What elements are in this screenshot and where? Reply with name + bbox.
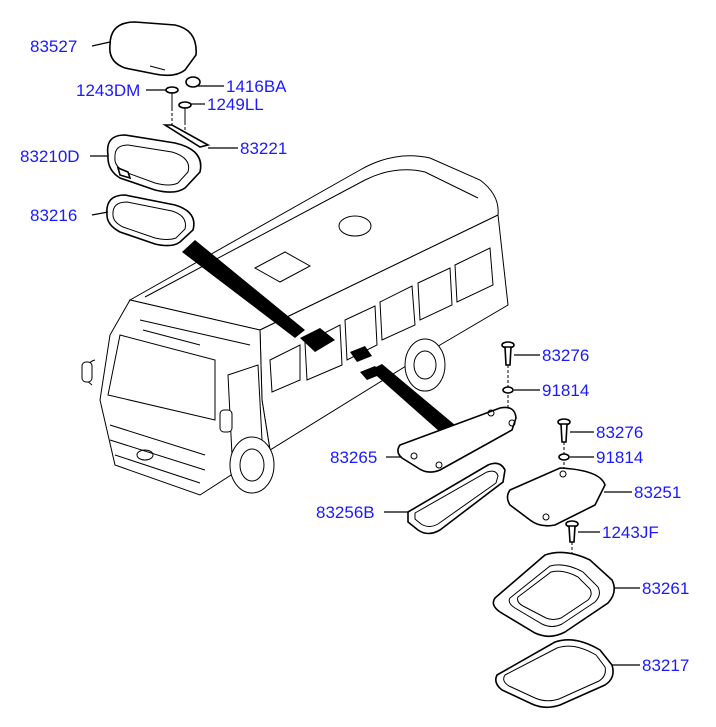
part-label-83265[interactable]: 83265 — [330, 448, 377, 467]
bus-illustration — [81, 155, 509, 496]
gasket-83256B — [407, 462, 506, 535]
gasket-83216 — [106, 194, 195, 247]
seal-ring-83527 — [108, 21, 197, 77]
part-label-83276-a[interactable]: 83276 — [542, 346, 589, 365]
part-label-83216[interactable]: 83216 — [30, 206, 77, 225]
part-label-1249LL[interactable]: 1249LL — [207, 95, 264, 114]
strip-83221 — [162, 124, 211, 148]
part-label-91814-b[interactable]: 91814 — [596, 448, 643, 467]
leader-lines — [90, 41, 640, 666]
washer-91814-a — [502, 386, 514, 394]
part-label-83251[interactable]: 83251 — [634, 483, 681, 502]
screw-1243DM — [165, 86, 179, 108]
cover-83251 — [506, 467, 606, 527]
part-label-83261[interactable]: 83261 — [642, 579, 689, 598]
pointer-wedge-upper — [182, 240, 305, 338]
hatch-83210D — [106, 134, 202, 193]
screw-83276-a — [501, 341, 515, 366]
part-label-1243DM[interactable]: 1243DM — [76, 81, 140, 100]
clip-1416BA — [185, 76, 201, 88]
pointer-wedge-lower — [370, 364, 455, 432]
washer-91814-b — [558, 453, 570, 461]
part-label-91814-a[interactable]: 91814 — [542, 381, 589, 400]
part-label-83210D[interactable]: 83210D — [20, 147, 80, 166]
part-label-83217[interactable]: 83217 — [642, 656, 689, 675]
screw-1249LL — [178, 101, 192, 122]
gasket-83217 — [495, 639, 614, 709]
part-label-1243JF[interactable]: 1243JF — [602, 523, 659, 542]
plate-83265 — [397, 406, 517, 473]
screw-1243JF — [565, 520, 579, 543]
part-label-83256B[interactable]: 83256B — [316, 503, 375, 522]
part-label-83221[interactable]: 83221 — [240, 139, 287, 158]
part-label-1416BA[interactable]: 1416BA — [226, 77, 287, 96]
part-label-83527[interactable]: 83527 — [30, 37, 77, 56]
part-label-83276-b[interactable]: 83276 — [596, 423, 643, 442]
screw-83276-b — [557, 418, 571, 443]
